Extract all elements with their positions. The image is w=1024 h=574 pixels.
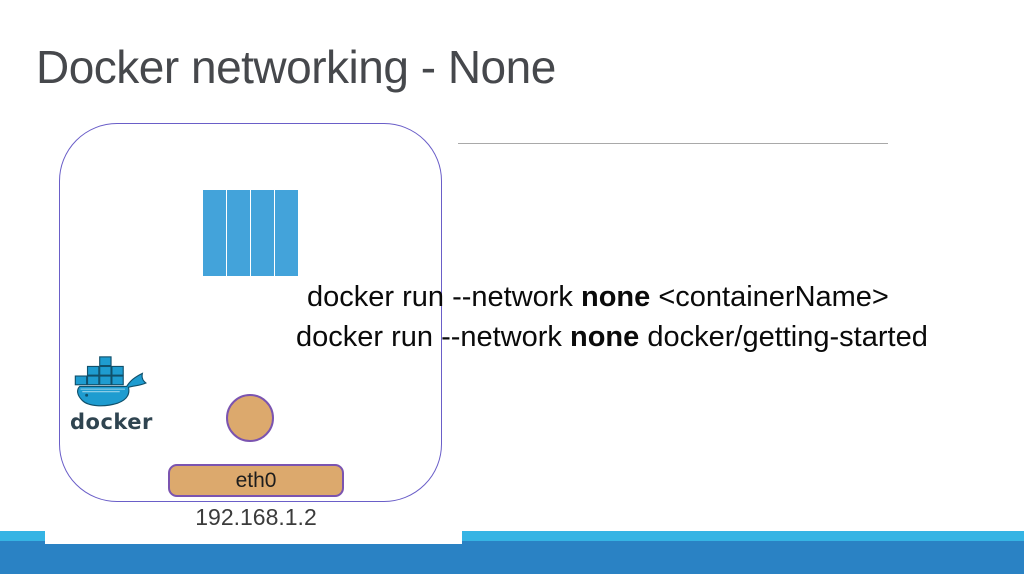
eth0-interface-box: eth0	[168, 464, 344, 497]
docker-host-box	[59, 123, 442, 502]
command-keyword: none	[570, 321, 640, 353]
command-prefix: docker run --network	[296, 321, 570, 353]
eth0-label: eth0	[235, 468, 277, 492]
command-suffix: <containerName>	[650, 281, 889, 313]
container-segment	[251, 190, 274, 276]
docker-logo: docker	[70, 356, 168, 434]
container-stack-shape	[203, 190, 298, 276]
footer-bar	[0, 541, 1024, 574]
command-suffix: docker/getting-started	[639, 321, 928, 353]
container-segment	[203, 190, 226, 276]
footer-notch	[45, 531, 462, 544]
footer-accent-stripe	[0, 531, 1024, 541]
command-prefix: docker run --network	[307, 281, 581, 313]
slide-title: Docker networking - None	[36, 41, 556, 93]
docker-command-line-2: docker run --network none docker/getting…	[296, 317, 928, 357]
header-divider-line	[458, 143, 888, 144]
command-keyword: none	[581, 281, 651, 313]
host-ip-address: 192.168.1.2	[195, 504, 317, 530]
network-port-circle	[226, 394, 274, 442]
docker-command-line-1: docker run --network none <containerName…	[307, 277, 889, 317]
container-segment	[275, 190, 298, 276]
docker-whale-icon	[74, 356, 147, 407]
container-segment	[227, 190, 250, 276]
docker-wordmark: docker	[70, 410, 153, 434]
